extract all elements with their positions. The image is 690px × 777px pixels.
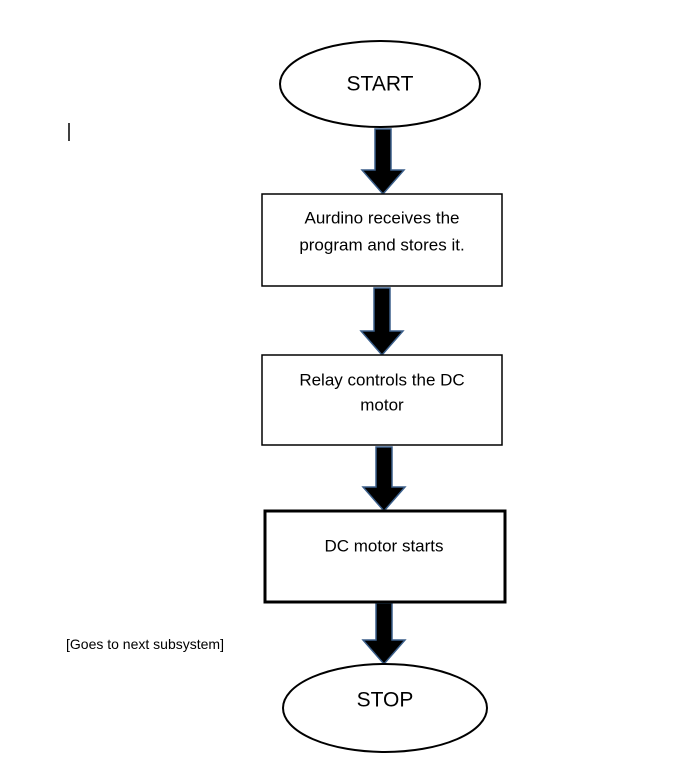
process-box-motor-starts-rect (263, 509, 507, 604)
process-box-relay-controls: Relay controls the DC motor (261, 354, 503, 446)
process-box-receive-program-line-1: Aurdino receives the (305, 209, 460, 228)
side-note-next-subsystem: [Goes to next subsystem] (66, 636, 224, 652)
stop-label: STOP (357, 689, 414, 712)
stop-ellipse (282, 663, 488, 753)
process-box-relay-controls-line-2: motor (360, 396, 404, 415)
process-box-motor-starts-line-1: DC motor starts (324, 537, 443, 556)
process-box-receive-program: Aurdino receives the program and stores … (261, 193, 503, 287)
block-arrow-shape (361, 602, 407, 666)
arrow-step2-to-step3 (361, 446, 407, 513)
start-terminal: START (279, 40, 481, 128)
block-arrow-shape (360, 128, 406, 196)
block-arrow-shape (361, 446, 407, 513)
process-box-receive-program-rect (261, 193, 503, 287)
arrow-start-to-step1 (360, 128, 406, 196)
arrow-step3-to-stop (361, 602, 407, 666)
process-box-motor-starts: DC motor starts (263, 509, 507, 604)
process-box-receive-program-line-2: program and stores it. (299, 236, 464, 255)
start-ellipse (279, 40, 481, 128)
process-box-relay-controls-line-1: Relay controls the DC (299, 371, 464, 390)
stop-terminal: STOP (282, 663, 488, 753)
arrow-step1-to-step2 (359, 287, 405, 357)
process-box-relay-controls-rect (261, 354, 503, 446)
start-label: START (347, 73, 414, 96)
block-arrow-shape (359, 287, 405, 357)
